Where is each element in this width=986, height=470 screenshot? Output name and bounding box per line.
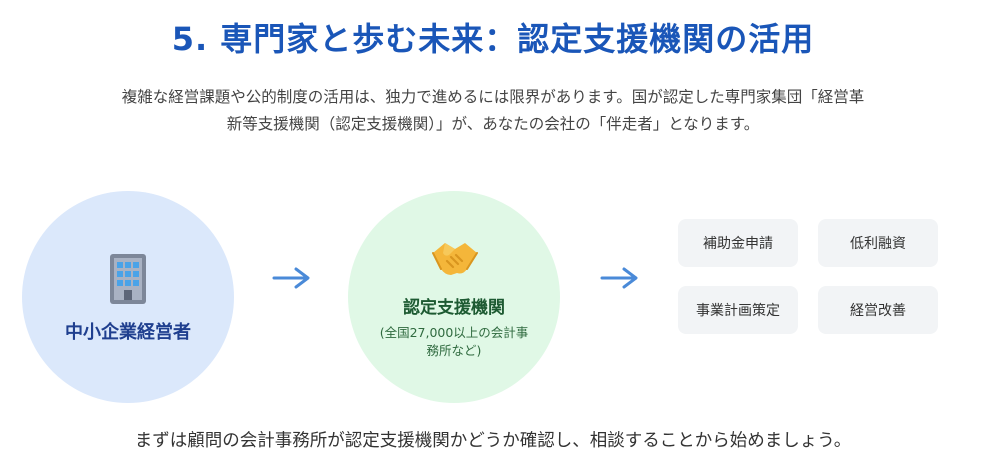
footer-text: まずは顧問の会計事務所が認定支援機関かどうか確認し、相談することから始めましょう…: [134, 431, 852, 451]
arrow-right-icon: [600, 267, 638, 289]
service-low-interest-loan: 低利融資: [818, 219, 938, 267]
service-management-improvement: 経営改善: [818, 286, 938, 334]
sme-label: 中小企業経営者: [65, 322, 191, 343]
service-subsidy-application: 補助金申請: [678, 219, 798, 267]
agency-label: 認定支援機関: [403, 297, 505, 318]
page-title: 5. 専門家と歩む未来：認定支援機関の活用: [171, 20, 815, 58]
office-building-icon: [110, 254, 146, 304]
intro-text: 複雑な経営課題や公的制度の活用は、独力で進めるには限界があります。国が認定した専…: [40, 84, 946, 138]
intro-line-1: 複雑な経営課題や公的制度の活用は、独力で進めるには限界があります。国が認定した専…: [121, 88, 865, 106]
handshake-icon: [432, 242, 478, 275]
sme-circle: 中小企業経営者: [22, 191, 234, 403]
agency-circle: 認定支援機関 (全国27,000以上の会計事務所など): [348, 191, 560, 403]
intro-line-2: 新等支援機関（認定支援機関）」が、あなたの会社の「伴走者」となります。: [226, 115, 760, 133]
agency-sub: (全国27,000以上の会計事務所など): [379, 324, 529, 358]
service-business-planning: 事業計画策定: [678, 286, 798, 334]
arrow-right-icon: [272, 267, 310, 289]
